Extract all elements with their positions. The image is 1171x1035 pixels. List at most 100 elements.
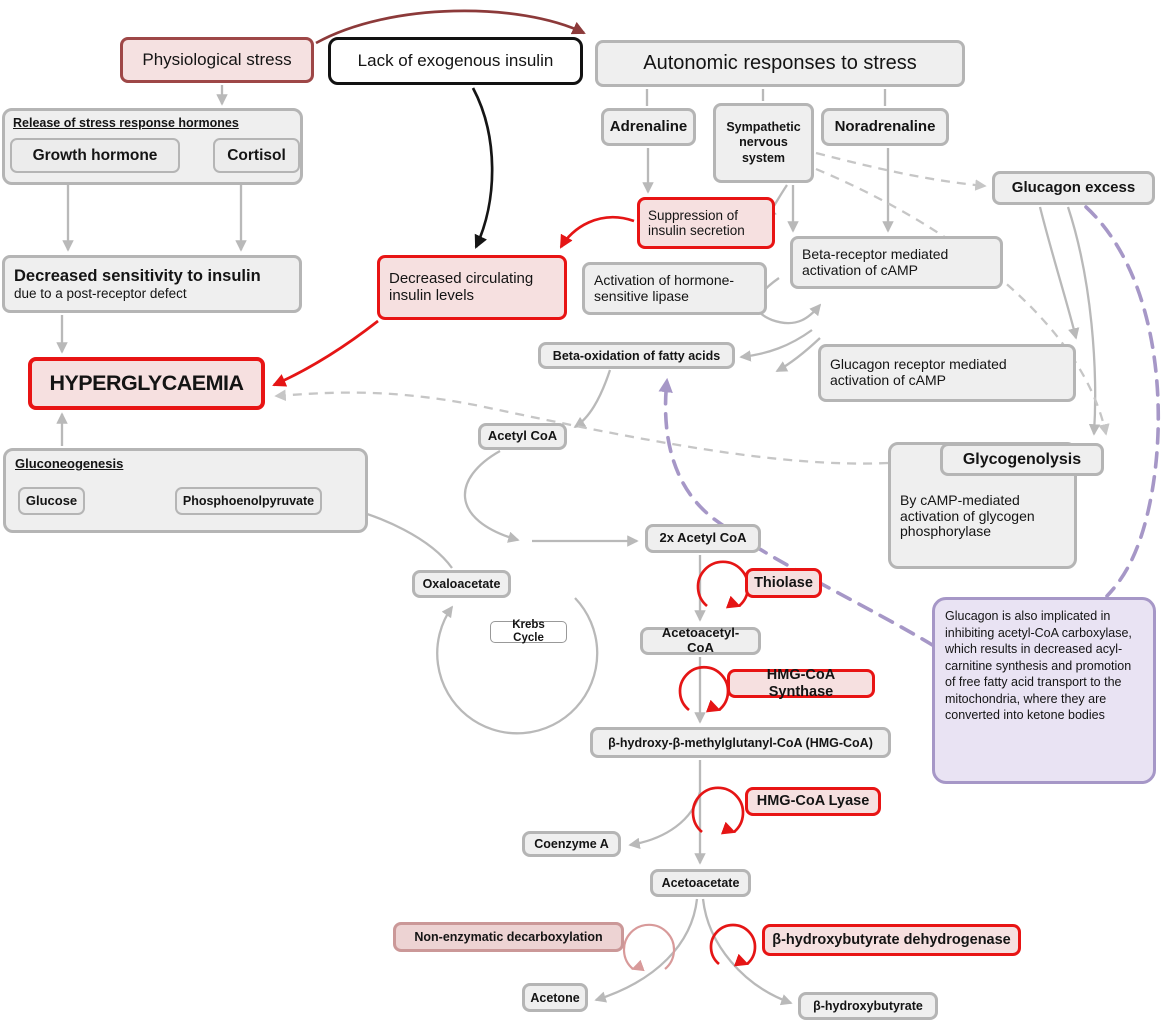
arrow-decreased-insulin-to-hyperglycaemia xyxy=(272,319,379,387)
node-label: Krebs Cycle xyxy=(512,619,545,644)
arrow-glucagon-to-glycogenolysis xyxy=(1066,206,1101,436)
arrow-camp-to-beta-oxidation xyxy=(739,329,813,362)
group-title: Release of stress response hormones xyxy=(13,116,239,130)
node-noradrenaline: Noradrenaline xyxy=(821,108,949,146)
node-label: Glucagon excess xyxy=(1011,178,1136,196)
hmg-lyase-loop xyxy=(691,786,745,835)
node-physiological-stress: Physiological stress xyxy=(120,37,314,83)
arrow-acetoacetate-to-bhb xyxy=(701,898,793,1006)
node-label: HMG-CoA Lyase xyxy=(756,793,870,810)
node-hyperglycaemia: HYPERGLYCAEMIA xyxy=(28,357,265,410)
gray-arrows xyxy=(56,85,1101,1006)
node-label: Glycogenolysis xyxy=(962,450,1082,468)
glycogenolysis-description: By cAMP-mediated activation of glycogen … xyxy=(900,492,1035,540)
node-acetyl-coa: Acetyl CoA xyxy=(478,423,567,450)
purple-note-to-beta-oxidation xyxy=(658,377,936,648)
node-label: Adrenaline xyxy=(609,117,688,135)
node-label: Suppression of insulin secretion xyxy=(648,207,745,238)
arrow-suppression-to-decreased-insulin xyxy=(559,215,635,249)
dashed-sns-to-glucagon-excess xyxy=(815,151,987,191)
node-label: Decreased circulating insulin levels xyxy=(389,269,534,304)
node-adrenaline: Adrenaline xyxy=(601,108,696,146)
node-glycogenolysis-title: Glycogenolysis xyxy=(940,443,1104,476)
thiolase-loop xyxy=(696,560,750,609)
node-bhb-dehydrogenase: β-hydroxybutyrate dehydrogenase xyxy=(762,924,1021,956)
purple-glucagon-to-note xyxy=(1084,205,1161,598)
node-label: Non-enzymatic decarboxylation xyxy=(414,930,603,944)
node-acetone: Acetone xyxy=(522,983,588,1012)
node-label: Noradrenaline xyxy=(834,117,936,135)
node-label: Acetyl CoA xyxy=(487,428,558,444)
node-lack-exogenous-insulin: Lack of exogenous insulin xyxy=(328,37,583,85)
node-label: Physiological stress xyxy=(142,50,292,70)
node-label: Sympathetic nervous system xyxy=(726,119,801,165)
node-label: Acetoacetyl-CoA xyxy=(661,625,740,655)
node-label: Cortisol xyxy=(227,146,286,164)
node-hmg-coa: β-hydroxy-β-methylglutanyl-CoA (HMG-CoA) xyxy=(590,727,891,758)
node-non-enzymatic-decarboxylation: Non-enzymatic decarboxylation xyxy=(393,922,624,952)
node-phosphoenolpyruvate: Phosphoenolpyruvate xyxy=(175,487,322,515)
node-subtitle: due to a post-receptor defect xyxy=(14,285,187,301)
node-label: Beta-receptor mediated activation of cAM… xyxy=(802,245,949,278)
node-label: Thiolase xyxy=(754,574,813,591)
dashed-glycogenolysis-to-hyperglycaemia xyxy=(274,389,889,465)
node-thiolase: Thiolase xyxy=(745,568,822,598)
node-label: Acetone xyxy=(530,990,580,1005)
node-label: Lack of exogenous insulin xyxy=(357,51,554,71)
hmg-synthase-loop xyxy=(678,666,730,713)
node-decreased-circulating-insulin: Decreased circulating insulin levels xyxy=(377,255,567,320)
node-label: 2x Acetyl CoA xyxy=(659,530,747,546)
node-label: β-hydroxybutyrate xyxy=(813,999,923,1013)
node-oxaloacetate: Oxaloacetate xyxy=(412,570,511,598)
node-hmg-coa-synthase: HMG-CoA Synthase xyxy=(727,667,875,700)
non-enzymatic-loop xyxy=(622,923,676,972)
arrow-glucagon-to-glucagon-receptor xyxy=(1038,206,1080,340)
arrow-acetoacetate-to-acetone xyxy=(594,898,699,1003)
node-title: Decreased sensitivity to insulin xyxy=(14,267,261,286)
node-label: Acetoacetate xyxy=(661,876,740,890)
node-acetoacetate: Acetoacetate xyxy=(650,869,751,897)
red-arrows xyxy=(272,215,757,967)
node-label: Autonomic responses to stress xyxy=(643,52,917,75)
node-label: Activation of hormone-sensitive lipase xyxy=(594,271,735,304)
glucagon-note: Glucagon is also implicated in inhibitin… xyxy=(932,597,1156,784)
arrow-lack-insulin-to-decreased xyxy=(471,87,494,249)
node-label: Glucose xyxy=(25,492,78,508)
curve-acetyl-coa-down xyxy=(463,449,520,543)
node-label: HYPERGLYCAEMIA xyxy=(49,371,244,396)
arrow-beta-oxidation-to-acetyl-coa xyxy=(573,369,612,428)
arrow-to-coenzyme-a xyxy=(628,791,702,850)
node-glucose: Glucose xyxy=(18,487,85,515)
node-cortisol: Cortisol xyxy=(213,138,300,173)
node-krebs-cycle: Krebs Cycle xyxy=(490,619,567,644)
node-2x-acetyl-coa: 2x Acetyl CoA xyxy=(645,524,761,553)
node-beta-hydroxybutyrate: β-hydroxybutyrate xyxy=(798,992,938,1020)
node-label: Oxaloacetate xyxy=(422,577,501,591)
node-glucagon-receptor-camp: Glucagon receptor mediated activation of… xyxy=(818,344,1076,402)
node-beta-oxidation: Beta-oxidation of fatty acids xyxy=(538,342,735,369)
node-beta-receptor-camp: Beta-receptor mediated activation of cAM… xyxy=(790,236,1003,289)
curl-camp-down xyxy=(775,337,821,373)
node-growth-hormone: Growth hormone xyxy=(10,138,180,173)
node-suppression-insulin: Suppression of insulin secretion xyxy=(637,197,775,249)
node-hmg-coa-lyase: HMG-CoA Lyase xyxy=(745,787,881,816)
node-label: Phosphoenolpyruvate xyxy=(182,494,315,508)
node-sympathetic-nervous-system: Sympathetic nervous system xyxy=(713,103,814,183)
bhb-dehydrogenase-loop xyxy=(709,923,757,967)
krebs-cycle-arc xyxy=(436,597,599,735)
node-label: Glucagon receptor mediated activation of… xyxy=(830,356,1007,388)
node-acetoacetyl-coa: Acetoacetyl-CoA xyxy=(640,625,761,655)
node-glucagon-excess: Glucagon excess xyxy=(992,171,1155,205)
dashed-sns-to-glycogenolysis xyxy=(815,167,1110,436)
arrow-stress-to-autonomic xyxy=(315,9,586,45)
node-label: β-hydroxybutyrate dehydrogenase xyxy=(772,931,1011,948)
glucagon-inhibition-path xyxy=(658,205,1161,648)
node-label: Growth hormone xyxy=(32,146,158,164)
node-label: HMG-CoA Synthase xyxy=(766,667,836,700)
node-decreased-sensitivity: Decreased sensitivity to insulin due to … xyxy=(2,255,302,313)
node-hormone-sensitive-lipase: Activation of hormone-sensitive lipase xyxy=(582,262,767,315)
node-label: Coenzyme A xyxy=(534,837,609,851)
node-autonomic-responses: Autonomic responses to stress xyxy=(595,40,965,87)
